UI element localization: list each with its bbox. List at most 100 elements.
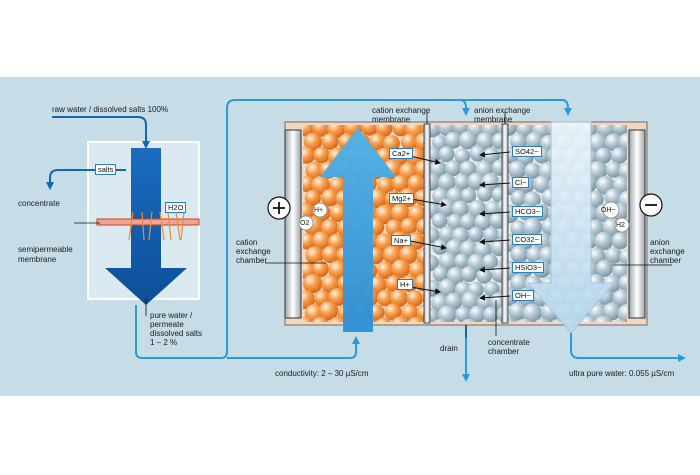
resin-bead: [595, 259, 613, 277]
resin-bead: [460, 266, 477, 283]
membrane-label-line1: semipermeable: [18, 245, 73, 254]
resin-bead: [459, 213, 477, 231]
resin-bead: [305, 161, 324, 180]
resin-bead: [455, 306, 472, 322]
resin-bead: [321, 188, 339, 207]
anion-chamber-label-line3: chamber: [650, 256, 682, 265]
resin-bead: [474, 213, 492, 231]
cation-exchange-membrane: [423, 123, 431, 324]
resin-bead: [595, 147, 612, 164]
permeate-label-line1: pure water /: [150, 311, 193, 320]
resin-bead: [525, 131, 544, 150]
resin-bead: [376, 317, 391, 322]
resin-bead: [483, 281, 500, 297]
resin-bead: [305, 246, 324, 265]
resin-bead: [491, 132, 503, 150]
resin-bead: [429, 308, 440, 322]
permeate-label-line4: 1 – 2 %: [150, 338, 178, 347]
resin-bead: [303, 233, 316, 250]
resin-bead: [322, 245, 340, 264]
resin-bead: [360, 125, 379, 136]
resin-bead: [524, 162, 541, 179]
anion-chamber-label-line2: exchange: [650, 247, 685, 256]
resin-bead: [438, 226, 456, 243]
resin-bead: [618, 274, 627, 292]
resin-bead: [437, 305, 457, 322]
ro-flow-arrow-icon: [105, 148, 187, 305]
resin-bead: [602, 302, 621, 321]
raw-water-label: raw water / dissolved salts 100%: [52, 105, 169, 114]
resin-bead: [406, 232, 425, 251]
resin-bead: [390, 203, 410, 223]
resin-bead: [510, 189, 527, 207]
resin-bead: [517, 318, 532, 322]
membrane-label-line2: membrane: [18, 255, 57, 264]
resin-bead: [384, 303, 402, 321]
resin-bead: [460, 187, 477, 204]
resin-bead: [432, 266, 449, 282]
resin-bead: [619, 248, 627, 266]
resin-bead: [406, 290, 424, 307]
resin-bead: [483, 227, 500, 243]
resin-bead: [416, 304, 425, 321]
resin-bead: [612, 262, 627, 280]
salts-label: salts: [95, 164, 117, 175]
cation-chamber-label-line1: cation: [236, 238, 258, 247]
resin-bead: [304, 189, 321, 206]
resin-bead: [476, 132, 495, 151]
resin-bead: [450, 321, 458, 322]
resin-bead: [454, 253, 470, 269]
resin-bead: [605, 161, 622, 178]
resin-bead: [454, 148, 470, 164]
resin-bead: [508, 302, 527, 321]
resin-bead: [497, 199, 503, 215]
resin-bead: [407, 316, 425, 322]
resin-bead: [618, 132, 627, 152]
ion-label-na: Na+: [391, 235, 411, 246]
cation-membrane-label-line1: cation exchange: [372, 106, 431, 115]
resin-bead: [392, 125, 410, 137]
resin-bead: [508, 160, 527, 179]
cation-flow-up-arrow-icon: [320, 128, 396, 332]
resin-bead: [313, 146, 330, 164]
resin-bead: [416, 248, 425, 266]
semipermeable-membrane-band: [96, 218, 200, 226]
resin-bead: [480, 321, 489, 322]
resin-bead: [476, 268, 492, 284]
resin-bead: [438, 278, 457, 297]
resin-bead: [312, 260, 329, 278]
resin-bead: [303, 274, 323, 294]
resin-bead: [391, 316, 409, 322]
anion-electrode-plate: [628, 129, 646, 319]
ion-label-cl: Cl−: [512, 177, 530, 188]
resin-bead: [611, 232, 627, 250]
resin-bead: [445, 238, 464, 257]
feed-top-branch-pipe: [460, 99, 572, 116]
resin-bead: [461, 291, 480, 310]
resin-bead: [594, 231, 614, 251]
resin-bead: [414, 273, 425, 292]
resin-bead: [610, 147, 627, 164]
anion-chamber-label-line1: anion: [650, 238, 670, 247]
resin-bead: [319, 301, 339, 321]
resin-bead: [454, 174, 471, 191]
ultra-pure-water-label: ultra pure water: 0.055 µS/cm: [569, 369, 675, 378]
resin-bead: [510, 133, 527, 150]
resin-bead: [445, 292, 463, 310]
resin-bead: [407, 174, 425, 193]
resin-bead: [416, 218, 425, 235]
resin-bead: [321, 133, 339, 150]
resin-bead: [390, 289, 408, 307]
resin-bead: [414, 159, 425, 179]
resin-bead: [312, 316, 329, 322]
resin-bead: [312, 231, 331, 250]
cation-chamber-label-line2: exchange: [236, 247, 271, 256]
resin-bead: [497, 321, 503, 322]
h2o-label: H2O: [165, 202, 187, 213]
resin-bead: [303, 316, 314, 322]
resin-bead: [491, 159, 503, 176]
resin-bead: [303, 146, 315, 164]
permeate-label-line3: dissolved salts: [150, 329, 203, 338]
